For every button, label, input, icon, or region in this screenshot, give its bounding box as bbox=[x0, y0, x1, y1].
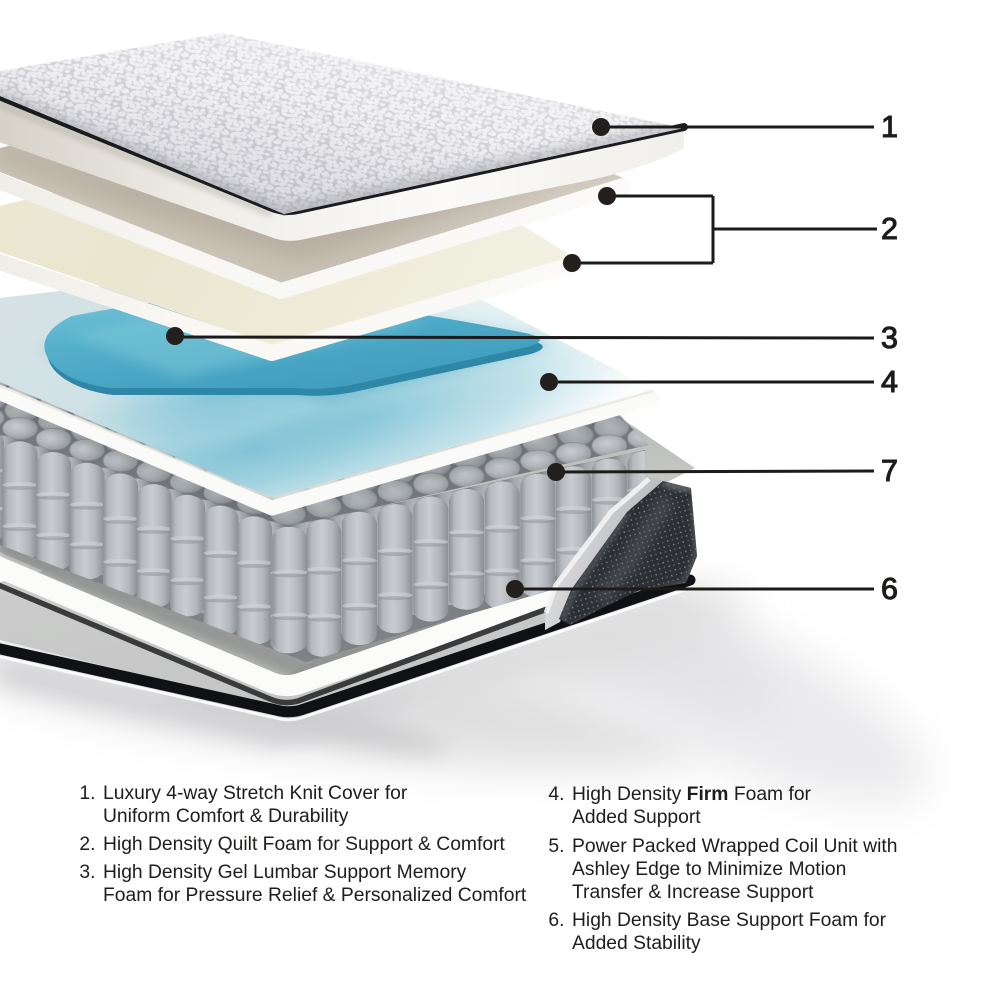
svg-text:4: 4 bbox=[881, 365, 898, 399]
svg-text:6: 6 bbox=[881, 572, 898, 606]
svg-text:3: 3 bbox=[881, 321, 898, 355]
svg-text:1: 1 bbox=[881, 110, 898, 144]
svg-text:2: 2 bbox=[881, 212, 898, 246]
svg-text:7: 7 bbox=[881, 454, 898, 488]
